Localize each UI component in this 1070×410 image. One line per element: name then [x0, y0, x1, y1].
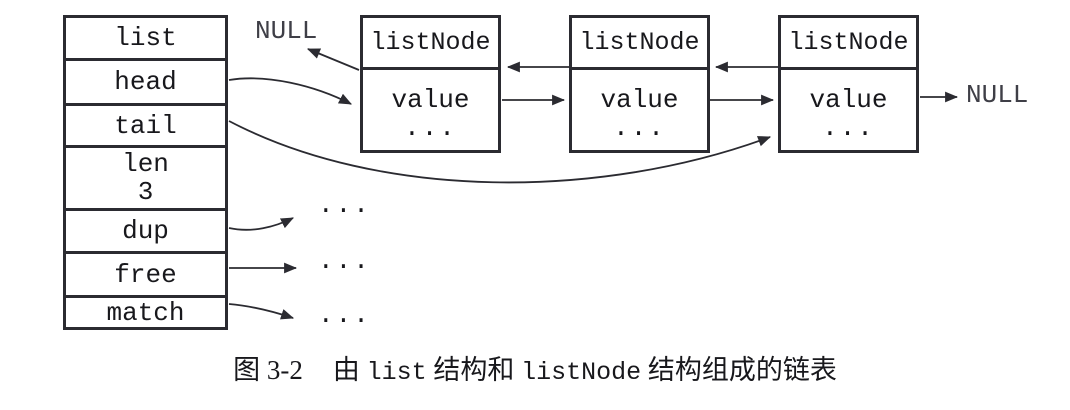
free-ellipsis: ... [318, 246, 371, 276]
figure-caption: 图 3-2 由 list 结构和 listNode 结构组成的链表 [0, 348, 1070, 387]
field-label-match: match [106, 297, 185, 328]
list-node-1-value: value [391, 84, 470, 115]
list-node-3-title: listNode [788, 28, 909, 57]
caption-text-1: 由 [332, 355, 367, 385]
list-node-2: listNode value ... [569, 15, 710, 153]
arrow-match-to-ellipsis [228, 303, 295, 320]
null-label-prev: NULL [255, 16, 318, 46]
field-value-len: 3 [137, 177, 154, 207]
list-node-1-ellipsis: ... [404, 112, 457, 143]
field-row-dup: dup [66, 211, 225, 254]
list-node-2-title: listNode [579, 28, 700, 57]
field-label-free: free [114, 259, 177, 290]
null-label-next: NULL [966, 80, 1029, 110]
list-node-1-title: listNode [370, 28, 491, 57]
arrow-head-to-node1 [228, 77, 352, 105]
list-node-2-header: listNode [572, 18, 707, 70]
field-row-match: match [66, 298, 225, 327]
field-row-head: head [66, 61, 225, 106]
arrow-dup-to-ellipsis [228, 217, 294, 231]
list-node-3-header: listNode [781, 18, 916, 70]
list-node-3: listNode value ... [778, 15, 919, 153]
list-node-2-ellipsis: ... [613, 112, 666, 143]
arrow-node1-prev-to-null [306, 48, 360, 71]
caption-text-2: 结构和 [426, 355, 522, 385]
field-label-tail: tail [114, 110, 177, 141]
list-struct-title: list [114, 23, 177, 53]
list-struct-title-row: list [66, 18, 225, 61]
field-row-tail: tail [66, 106, 225, 148]
list-node-3-value: value [809, 84, 888, 115]
list-node-3-ellipsis: ... [822, 112, 875, 143]
list-struct-box: list head tail len 3 dup free match [63, 15, 228, 330]
list-node-3-body: value ... [781, 70, 916, 150]
figure-number: 图 3-2 [233, 355, 303, 385]
field-label-dup: dup [122, 216, 169, 246]
caption-text-3: 结构组成的链表 [641, 355, 837, 385]
field-label-head: head [114, 67, 177, 97]
field-row-len: len 3 [66, 148, 225, 211]
field-label-len: len [122, 149, 169, 179]
list-node-1: listNode value ... [360, 15, 501, 153]
list-node-2-value: value [600, 84, 679, 115]
list-node-1-body: value ... [363, 70, 498, 150]
list-node-2-body: value ... [572, 70, 707, 150]
match-ellipsis: ... [318, 300, 371, 330]
list-node-1-header: listNode [363, 18, 498, 70]
caption-code-list: list [366, 358, 427, 387]
field-row-free: free [66, 254, 225, 298]
dup-ellipsis: ... [318, 190, 371, 220]
caption-code-listnode: listNode [521, 358, 642, 387]
